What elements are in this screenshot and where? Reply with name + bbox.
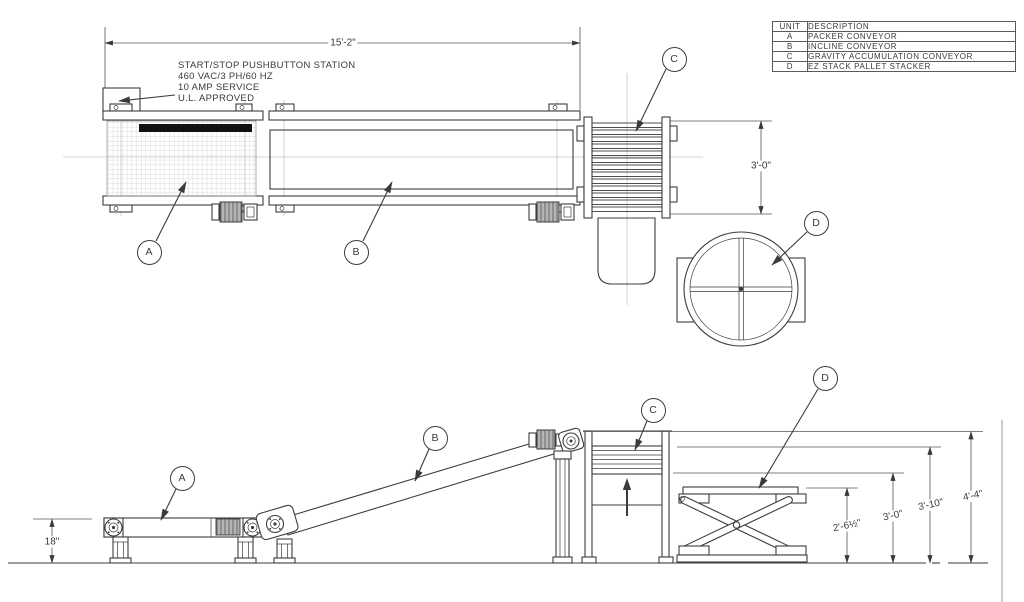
incline-legs [273,450,573,564]
gravity-flow-arrow [622,478,632,516]
row-b-description: INCLINE CONVEYOR [807,41,1016,52]
balloon-plan-d-label: D [812,217,820,229]
packer-legs [109,536,257,564]
gravity-roller-lines [592,450,662,469]
balloon-elev-b: B [422,425,448,451]
scissor-arms [679,495,793,555]
header-unit: UNIT [772,21,808,32]
balloon-plan-c-label: C [670,53,678,65]
note-line-4: U.L. APPROVED [178,93,255,104]
balloon-plan-b-label: B [352,246,360,258]
elev-pallet-stacker [676,486,808,563]
table-row: D EZ STACK PALLET STACKER [772,61,1016,72]
balloon-plan-a-label: A [145,246,153,258]
header-description: DESCRIPTION [807,21,1016,32]
balloon-elev-b-label: B [431,432,439,444]
row-a-description: PACKER CONVEYOR [807,31,1016,42]
unit-description-table: UNIT DESCRIPTION A PACKER CONVEYOR B INC… [772,21,1016,72]
table-row: C GRAVITY ACCUMULATION CONVEYOR [772,51,1016,62]
balloon-elev-c: C [640,397,666,423]
balloon-plan-c: C [661,46,687,72]
row-c-description: GRAVITY ACCUMULATION CONVEYOR [807,51,1016,62]
balloon-elev-a: A [169,465,195,491]
table-row: A PACKER CONVEYOR [772,31,1016,42]
row-d-description: EZ STACK PALLET STACKER [807,61,1016,72]
row-d-unit: D [772,61,808,72]
note-line-1: START/STOP PUSHBUTTON STATION [178,60,356,71]
balloon-elev-d: D [812,365,838,391]
incline-tail-pulley [255,504,299,541]
plan-incline-conveyor [268,103,581,223]
plan-gravity-conveyor [576,116,678,285]
plan-packer-motor [211,201,258,223]
plan-packer-conveyor [102,103,264,223]
packer-belt-black-bar [139,124,252,132]
packer-bearing-right [243,518,262,537]
row-c-unit: C [772,51,808,62]
gravity-discharge-chute [597,217,656,285]
elev-incline-conveyor [255,427,585,564]
row-a-unit: A [772,31,808,42]
stacker-cross [690,238,792,340]
dim-plan-length: 15'-2" [328,37,358,49]
elev-balloon-leaders [160,388,819,521]
note-line-2: 460 VAC/3 PH/60 HZ [178,71,273,82]
dim-plan-width: 3'-0" [749,160,773,172]
row-b-unit: B [772,41,808,52]
balloon-elev-c-label: C [649,404,657,416]
packer-bearing-left [104,518,123,537]
elev-height-dimensions [583,430,983,564]
plan-balloon-leaders [155,68,808,266]
elev-gravity-conveyor [581,430,674,564]
elev-packer-conveyor [103,517,269,564]
dim-packer-height: 18" [42,536,62,548]
note-line-3: 10 AMP SERVICE [178,82,260,93]
table-row: B INCLINE CONVEYOR [772,41,1016,52]
incline-head-pulley [558,427,585,454]
plan-pallet-stacker [676,231,806,347]
balloon-elev-d-label: D [821,372,829,384]
balloon-plan-a: A [136,239,162,265]
table-header-row: UNIT DESCRIPTION [772,21,1016,32]
plan-rollers [591,122,663,212]
incline-drive-motor [528,429,562,450]
balloon-plan-d: D [803,210,829,236]
balloon-elev-a-label: A [178,472,186,484]
plan-incline-motor [528,201,575,223]
balloon-plan-b: B [343,239,369,265]
